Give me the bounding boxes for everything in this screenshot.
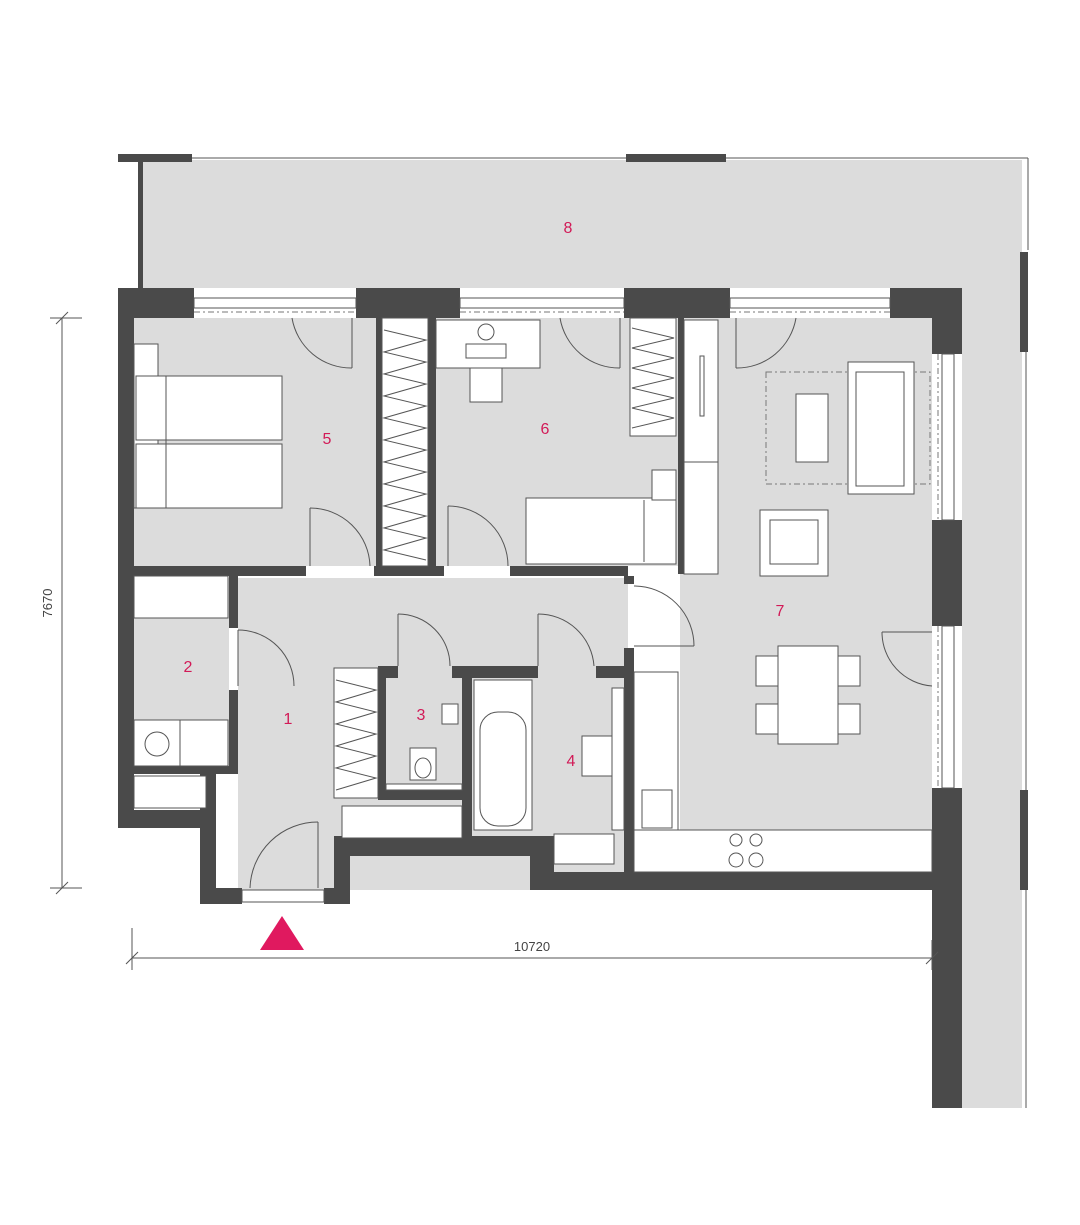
room-label-1: 1 [284,711,293,728]
room-label-8: 8 [564,220,573,237]
windows [193,297,955,903]
width-dimension-label: 10720 [514,939,550,954]
room-label-4: 4 [567,753,576,770]
entrance-triangle-icon [260,916,304,950]
height-dimension-label: 7670 [40,589,55,618]
room-label-5: 5 [323,431,332,448]
furniture [133,317,933,873]
room-label-2: 2 [184,659,193,676]
dimension-lines [50,311,939,970]
doors [237,317,933,889]
room-label-3: 3 [417,707,426,724]
room-label-7: 7 [776,603,785,620]
room-label-6: 6 [541,421,550,438]
walls [118,288,962,1108]
terrace [118,154,1029,1108]
